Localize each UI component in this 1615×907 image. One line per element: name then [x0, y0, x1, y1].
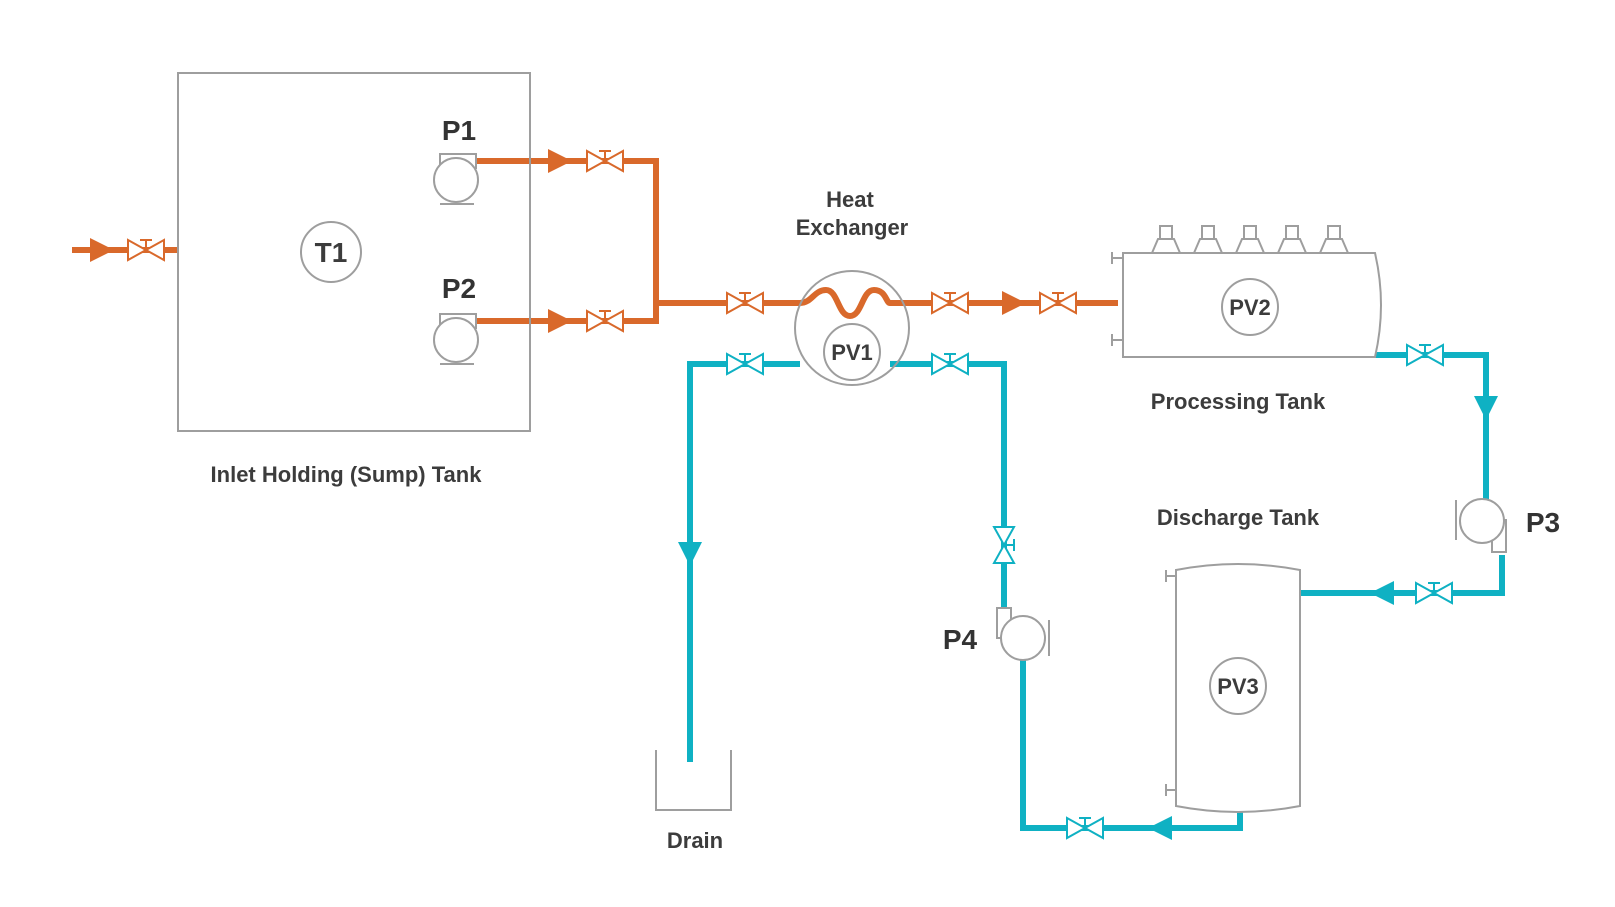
valve-discharge-outlet[interactable] — [1066, 816, 1104, 840]
arrow-to-processing — [1002, 291, 1026, 315]
pump-p1-label: P1 — [442, 115, 476, 146]
processing-outlet-pipe — [1375, 352, 1489, 500]
valve-processing-outlet[interactable] — [1406, 343, 1444, 367]
pump-p2[interactable] — [433, 313, 479, 365]
valve-hx-return[interactable] — [931, 352, 969, 376]
inlet-tank[interactable] — [177, 72, 531, 432]
processing-tank-nozzles — [1150, 225, 1350, 254]
hot-valves — [127, 149, 1077, 333]
drain-basin[interactable] — [655, 750, 732, 811]
arrow-inlet — [90, 238, 114, 262]
pv2-tag-circle — [1221, 278, 1279, 336]
arrow-to-discharge — [1370, 581, 1394, 605]
pump-p3-label: P3 — [1526, 507, 1560, 538]
pv3-tag: PV3 — [1217, 674, 1259, 699]
hx-return-pipe — [890, 361, 1007, 610]
valve-p3-discharge[interactable] — [1415, 581, 1453, 605]
drain-pipe — [687, 361, 800, 762]
arrow-to-p3 — [1474, 396, 1498, 420]
pv2-tag: PV2 — [1229, 295, 1271, 320]
arrow-p1 — [548, 149, 572, 173]
p4-suction-pipe — [1020, 660, 1243, 831]
processing-tank-label: Processing Tank — [1151, 389, 1326, 414]
heat-exchanger-label-1: Heat — [826, 187, 874, 212]
valve-inlet[interactable] — [127, 238, 165, 262]
pv3-tag-circle — [1209, 657, 1267, 715]
valve-p4-discharge[interactable] — [992, 526, 1016, 564]
pv1-tag-circle — [823, 323, 881, 381]
cold-arrows — [678, 396, 1498, 840]
pump-p4[interactable] — [996, 607, 1050, 661]
heat-exchanger[interactable] — [794, 270, 910, 386]
pump-p1[interactable] — [433, 153, 479, 205]
arrow-drain — [678, 542, 702, 566]
pv1-tag: PV1 — [831, 340, 873, 365]
inlet-tank-label: Inlet Holding (Sump) Tank — [211, 462, 483, 487]
heat-exchanger-label-2: Exchanger — [796, 215, 909, 240]
valve-p2[interactable] — [586, 309, 624, 333]
valve-processing-inlet[interactable] — [1039, 291, 1077, 315]
hx-coil — [799, 286, 892, 320]
valve-drain[interactable] — [726, 352, 764, 376]
p3-discharge-pipe — [1300, 555, 1505, 596]
valve-hx-outlet[interactable] — [931, 291, 969, 315]
hot-arrows — [90, 149, 1026, 333]
pump-p3[interactable] — [1455, 498, 1507, 553]
valve-hx-inlet[interactable] — [726, 291, 764, 315]
p1-discharge-pipe — [476, 158, 659, 318]
arrow-p2 — [548, 309, 572, 333]
pump-p4-label: P4 — [943, 624, 978, 655]
t1-tag-circle — [300, 221, 362, 283]
discharge-tank-label: Discharge Tank — [1157, 505, 1320, 530]
valve-p1[interactable] — [586, 149, 624, 173]
arrow-to-p4 — [1148, 816, 1172, 840]
p2-discharge-pipe — [476, 303, 659, 324]
t1-tag: T1 — [315, 237, 348, 268]
drain-label: Drain — [667, 828, 723, 853]
pump-p2-label: P2 — [442, 273, 476, 304]
cold-valves — [726, 343, 1453, 840]
